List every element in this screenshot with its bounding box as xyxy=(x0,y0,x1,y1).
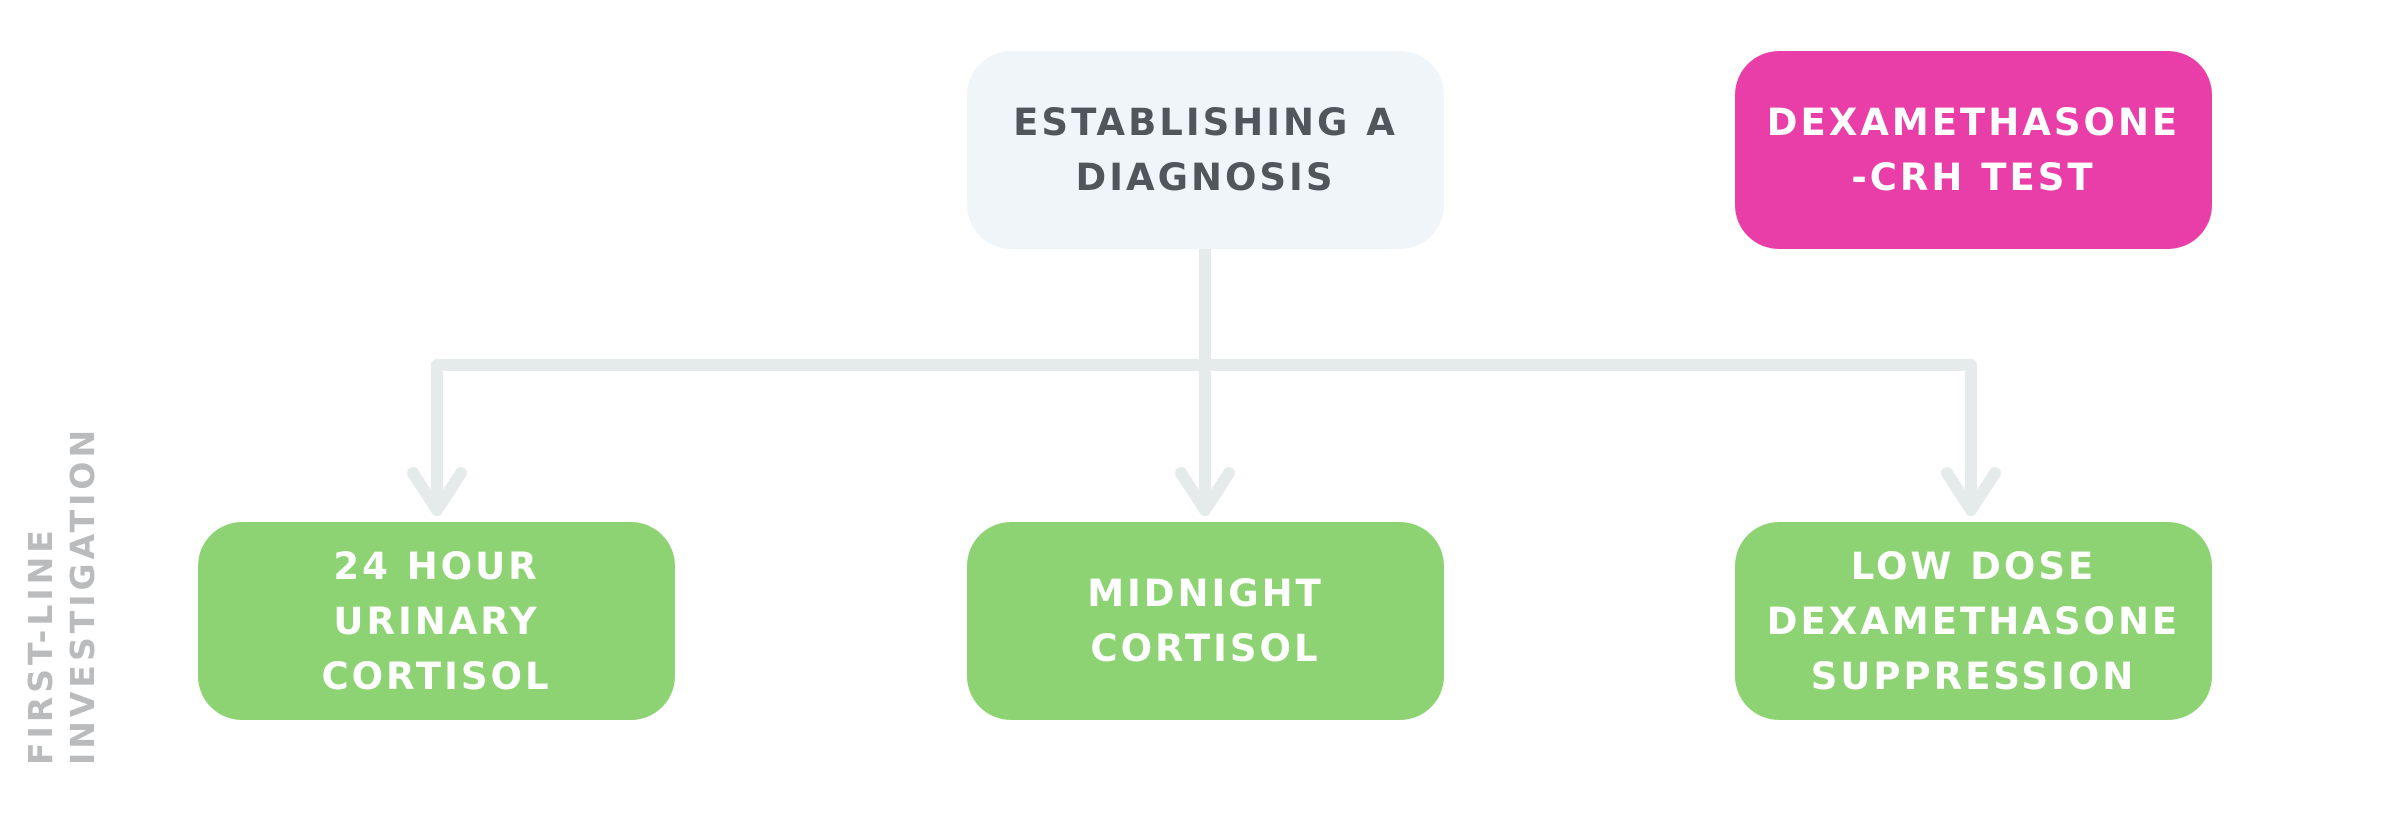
arrowhead-center xyxy=(1175,467,1235,516)
low-dose-dexamethasone-node: LOW DOSE DEXAMETHASONE SUPPRESSION xyxy=(1735,522,2212,720)
urinary-cortisol-node: 24 HOUR URINARY CORTISOL xyxy=(198,522,675,720)
midnight-cortisol-node: MIDNIGHT CORTISOL xyxy=(967,522,1444,720)
diagnosis-root-label: ESTABLISHING A DIAGNOSIS xyxy=(1013,101,1398,199)
arrowhead-right xyxy=(1941,467,2001,516)
dexamethasone-crh-test-label: DEXAMETHASONE -CRH TEST xyxy=(1766,101,2181,199)
midnight-cortisol-label: MIDNIGHT CORTISOL xyxy=(1087,572,1324,670)
dexamethasone-crh-test-node: DEXAMETHASONE -CRH TEST xyxy=(1735,51,2212,249)
low-dose-dexamethasone-label: LOW DOSE DEXAMETHASONE SUPPRESSION xyxy=(1766,544,2181,698)
urinary-cortisol-label: 24 HOUR URINARY CORTISOL xyxy=(321,544,552,698)
arrowhead-left xyxy=(407,467,467,516)
diagnosis-root-node: ESTABLISHING A DIAGNOSIS xyxy=(967,51,1444,249)
first-line-investigation-label: FIRST-LINE INVESTIGATION xyxy=(21,425,102,765)
